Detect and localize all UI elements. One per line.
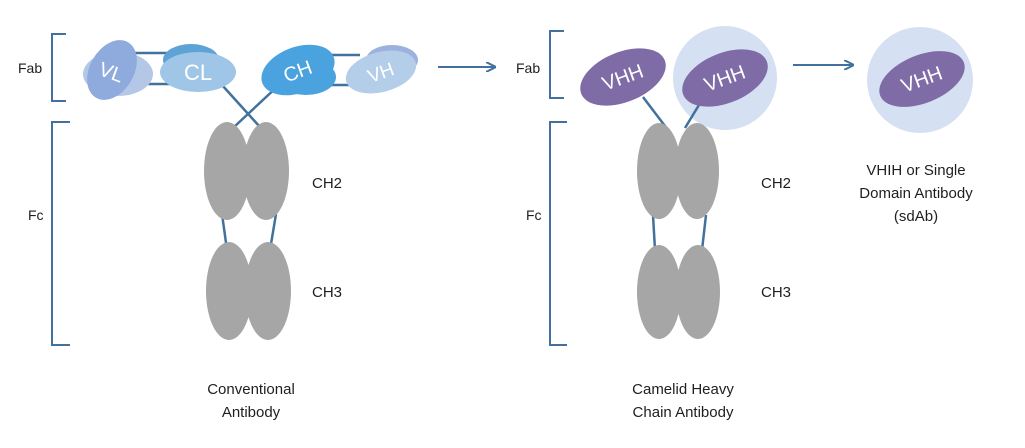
conventional-fc-domains	[204, 122, 291, 340]
camelid-caption-line2: Chain Antibody	[633, 404, 734, 421]
camelid-ch3-right	[676, 245, 720, 339]
ch2-domain-left	[204, 122, 250, 220]
camelid-fc-domains	[637, 123, 720, 339]
sdab-caption-line1: VHIH or Single	[866, 162, 965, 179]
camelid-ch2-right	[675, 123, 719, 219]
sdab-caption-line2: Domain Antibody	[859, 185, 973, 202]
fc-bracket-left	[51, 121, 70, 346]
vhh-domain-left	[580, 48, 666, 106]
camelid-antibody: Fab Fc VHH VHH CH2 CH3 Camelid Heavy Cha…	[516, 26, 791, 421]
ch3-label-left: CH3	[312, 284, 342, 301]
single-domain-antibody: VHH VHIH or Single Domain Antibody (sdAb…	[859, 27, 973, 225]
ch2-label-right: CH2	[761, 175, 791, 192]
ch3-domain-right	[245, 242, 291, 340]
fab-label-right: Fab	[516, 60, 540, 76]
conventional-fab-domains: VL CL CH VH	[83, 40, 418, 100]
camelid-ch3-left	[637, 245, 681, 339]
ch-domain	[261, 44, 335, 96]
conventional-caption-line1: Conventional	[207, 381, 295, 398]
conventional-antibody: Fab Fc VL CL	[18, 33, 418, 421]
fab-label-left: Fab	[18, 60, 42, 76]
fc-label-left: Fc	[28, 207, 44, 223]
vh-domain	[345, 50, 417, 94]
sdab-caption-line3: (sdAb)	[894, 208, 938, 225]
cl-label: CL	[184, 60, 212, 85]
fab-bracket-left	[51, 33, 66, 102]
ch3-label-right: CH3	[761, 284, 791, 301]
sdab-vhh-domain	[879, 51, 965, 107]
fc-bracket-right	[549, 121, 567, 346]
ch2-label-left: CH2	[312, 175, 342, 192]
cl-domain	[160, 52, 236, 92]
camelid-ch2-left	[637, 123, 681, 219]
ch2-domain-right	[243, 122, 289, 220]
vhh-domain-right	[682, 49, 768, 107]
fab-bracket-right	[549, 30, 564, 99]
camelid-caption-line1: Camelid Heavy	[632, 381, 734, 398]
ch3-domain-left	[206, 242, 252, 340]
conventional-caption-line2: Antibody	[222, 404, 281, 421]
vl-domain	[87, 40, 137, 100]
fc-label-right: Fc	[526, 207, 542, 223]
